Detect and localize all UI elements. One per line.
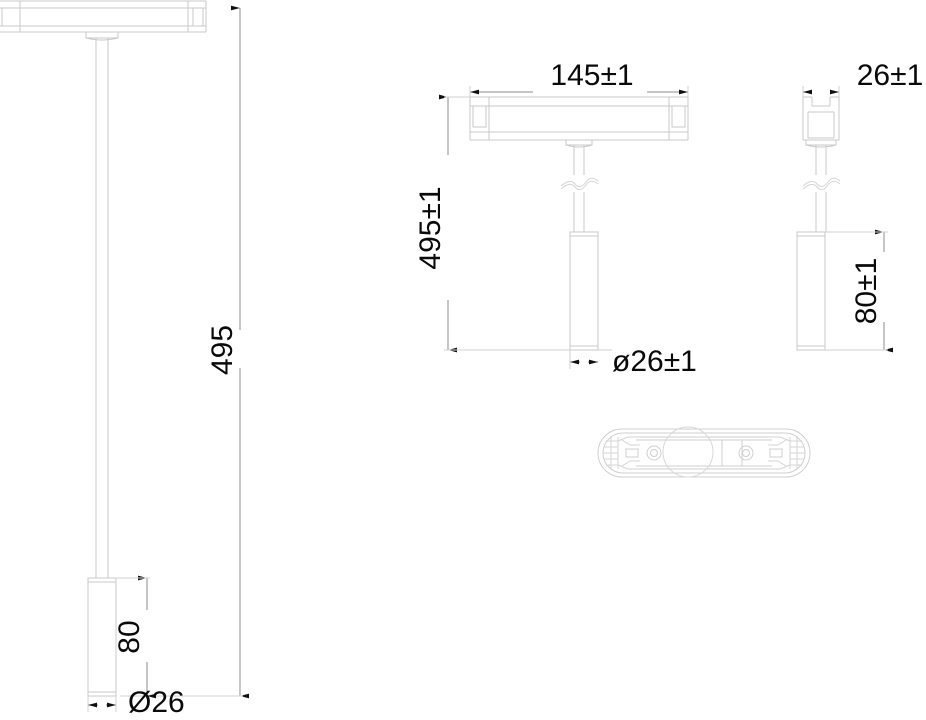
- front-cylinder-body: [569, 231, 599, 351]
- left-cylinder-body: [87, 577, 117, 697]
- dim-label-side-26: 26±1: [857, 59, 924, 92]
- dim-label-side-80: 80±1: [850, 258, 883, 325]
- plan-left-ridges: [603, 436, 619, 470]
- view-plan-track-mount: [597, 426, 811, 478]
- side-bracket: [802, 96, 840, 148]
- dim-left-495: 495: [120, 5, 249, 699]
- side-cylinder-body: [796, 231, 826, 351]
- plan-right-ridges: [789, 436, 805, 470]
- dim-side-26: 26±1: [802, 59, 924, 97]
- front-stem: [573, 145, 585, 232]
- left-track-housing: [0, 0, 207, 33]
- plan-center-circle: [662, 426, 714, 478]
- dim-left-diameter: Ø26: [87, 686, 185, 719]
- dim-front-495: 495±1: [414, 94, 570, 353]
- dim-front-diameter: ø26±1: [569, 345, 697, 378]
- plan-left-screw-boss: [646, 445, 662, 461]
- plan-right-transition: [768, 436, 791, 470]
- dim-label-left-495: 495: [206, 325, 239, 375]
- left-stem-collar: [85, 32, 119, 41]
- plan-left-tab: [625, 448, 639, 458]
- view-side-elevation: [796, 96, 841, 351]
- dim-label-left-80: 80: [113, 620, 146, 653]
- dim-label-front-diameter: ø26±1: [612, 345, 697, 378]
- dim-label-front-145: 145±1: [550, 59, 633, 92]
- plan-left-transition: [617, 436, 640, 470]
- dim-front-145: 145±1: [469, 59, 689, 97]
- view-front-elevation: [469, 96, 689, 351]
- dim-left-80: 80: [113, 575, 156, 699]
- dim-label-front-495: 495±1: [414, 186, 447, 269]
- front-break-symbol: [560, 177, 599, 191]
- view-left-elevation: [0, 0, 207, 697]
- dim-label-left-diameter: Ø26: [128, 686, 185, 719]
- plan-connector-block: [721, 439, 743, 467]
- plan-outline: [597, 428, 811, 478]
- side-stem: [815, 145, 827, 232]
- left-stem: [95, 38, 109, 578]
- plan-right-tab: [769, 448, 783, 458]
- side-break-symbol: [802, 177, 841, 191]
- front-stem-collar: [565, 140, 593, 148]
- dim-side-80: 80±1: [825, 229, 893, 353]
- front-track-housing: [469, 96, 689, 141]
